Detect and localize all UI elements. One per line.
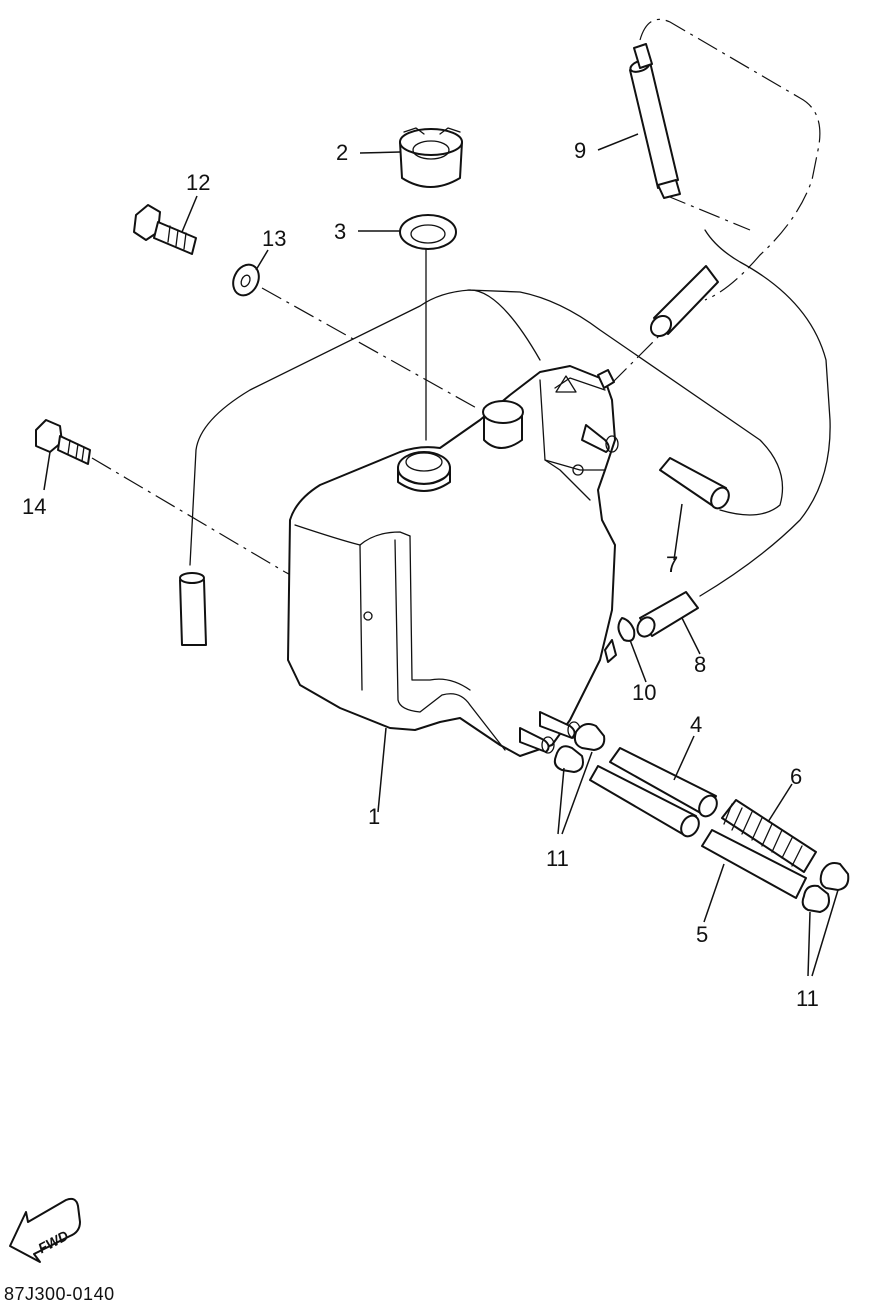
hose-left-vertical bbox=[179, 572, 207, 646]
hose-5 bbox=[701, 829, 807, 899]
label-part-13: 13 bbox=[262, 226, 286, 251]
washer-13 bbox=[232, 263, 260, 297]
label-part-7: 7 bbox=[666, 552, 678, 577]
bolt-12 bbox=[133, 204, 197, 255]
fwd-arrow-icon: FWD bbox=[9, 1197, 81, 1263]
hose-protector-6 bbox=[721, 799, 817, 873]
bolt-14 bbox=[35, 419, 91, 465]
label-part-10: 10 bbox=[632, 680, 656, 705]
label-part-11-right: 11 bbox=[796, 986, 819, 1011]
clip-10 bbox=[617, 617, 636, 642]
label-part-11-left: 11 bbox=[546, 846, 569, 871]
label-part-1: 1 bbox=[368, 804, 380, 829]
label-part-8: 8 bbox=[694, 652, 706, 677]
hose-4 bbox=[589, 747, 718, 838]
diagram-reference-code: 87J300-0140 bbox=[4, 1284, 115, 1304]
label-part-6: 6 bbox=[790, 764, 802, 789]
clamps-11-right bbox=[801, 862, 850, 913]
oil-tank-cap bbox=[399, 127, 463, 188]
leader-lines bbox=[43, 133, 839, 977]
hose-8 bbox=[636, 591, 699, 638]
oil-tank bbox=[287, 365, 619, 757]
label-part-12: 12 bbox=[186, 170, 210, 195]
cap-seal bbox=[399, 214, 457, 250]
routing-lines bbox=[91, 18, 831, 616]
hose-7 bbox=[659, 457, 730, 510]
label-part-5: 5 bbox=[696, 922, 708, 947]
label-part-14: 14 bbox=[22, 494, 46, 519]
hose-short-upper bbox=[649, 265, 719, 338]
clamps-11-left bbox=[553, 723, 606, 773]
label-part-9: 9 bbox=[574, 138, 586, 163]
label-part-2: 2 bbox=[336, 140, 348, 165]
hose-9 bbox=[629, 43, 681, 199]
part-labels: 1 2 3 4 5 6 7 8 9 10 11 11 12 13 14 bbox=[22, 138, 819, 1011]
label-part-4: 4 bbox=[690, 712, 702, 737]
label-part-3: 3 bbox=[334, 219, 346, 244]
